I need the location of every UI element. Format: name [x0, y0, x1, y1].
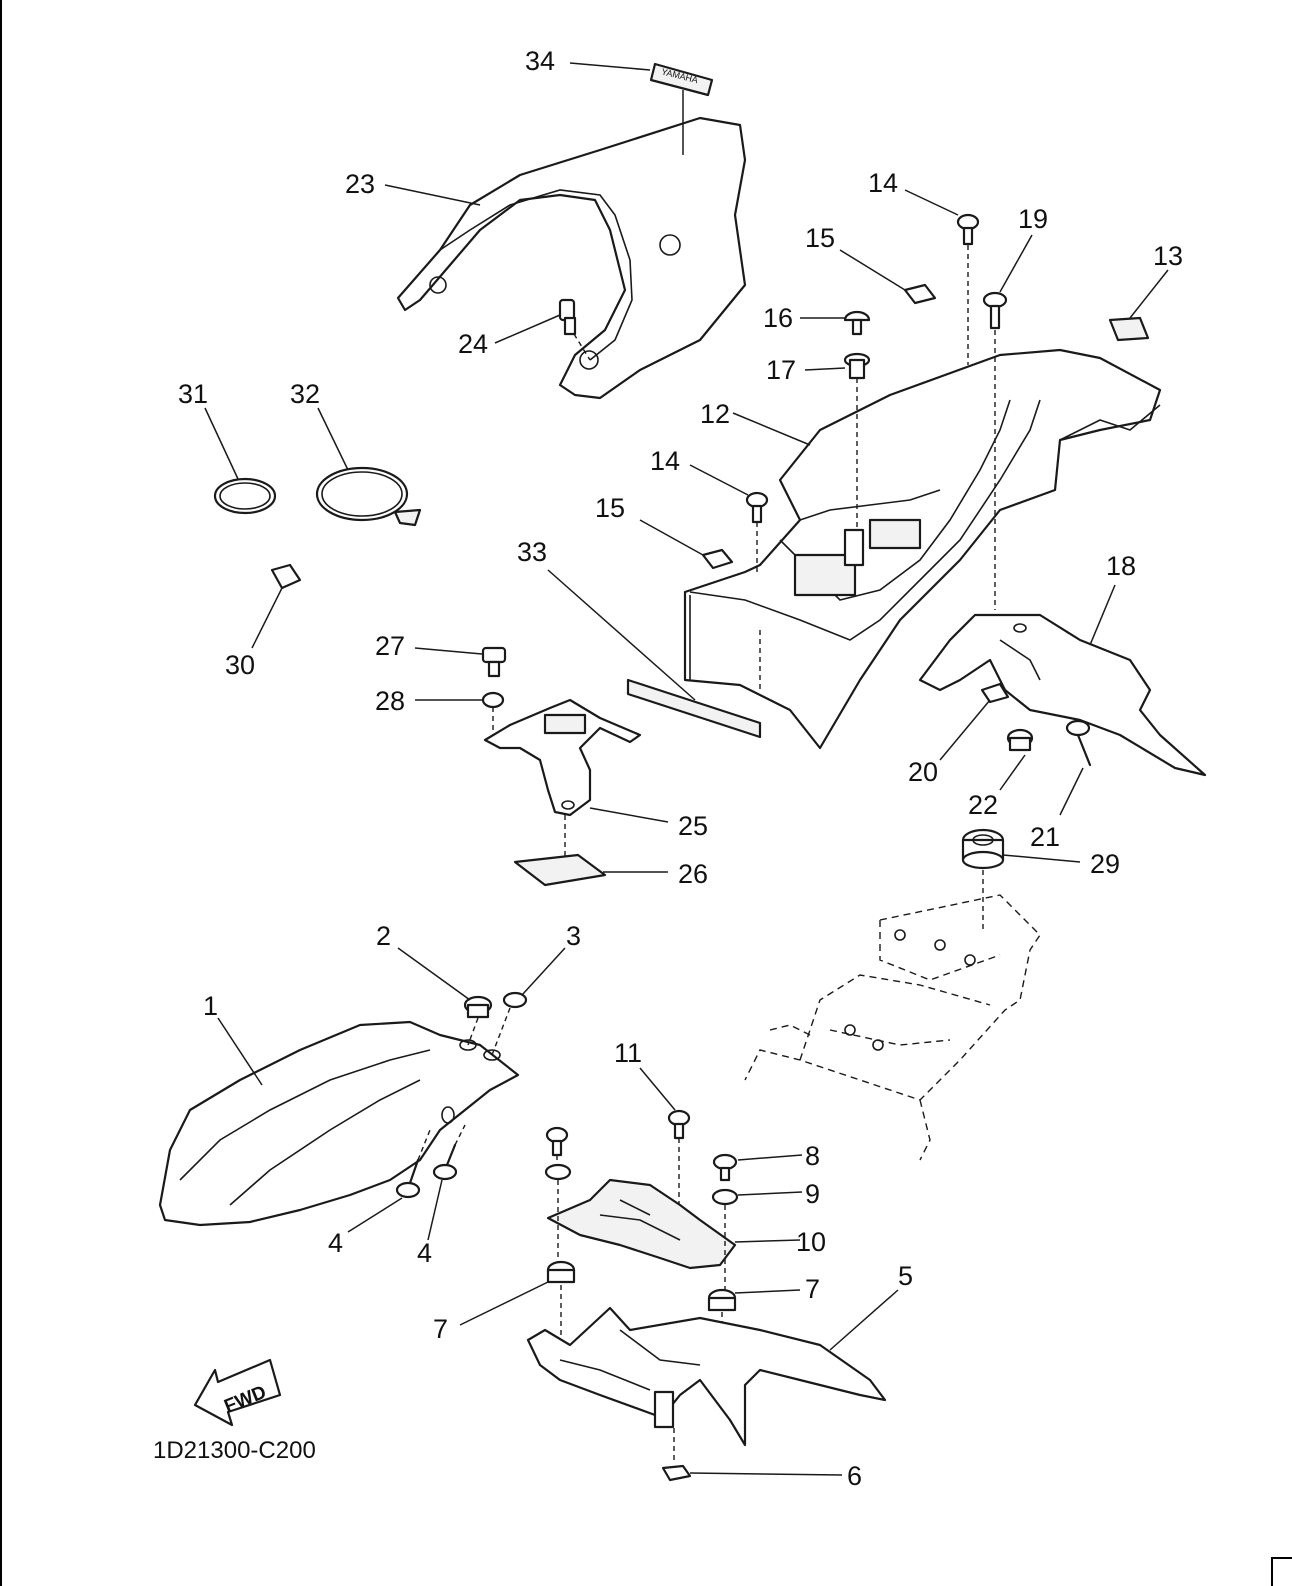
part-23-seat-cowl [384, 90, 747, 400]
part-15-nut-lower [639, 519, 734, 570]
part-29-damper [961, 828, 1081, 930]
part-18-bracket [918, 584, 1207, 777]
part-6-nut [661, 1464, 843, 1482]
part-32-band [315, 407, 422, 527]
callout-16: 16 [763, 303, 793, 333]
callout-6: 6 [847, 1461, 862, 1491]
callout-14-lower: 14 [650, 446, 680, 476]
part-3-screw [491, 947, 566, 1056]
callout-25: 25 [678, 811, 708, 841]
callout-26: 26 [678, 859, 708, 889]
part-33-strip [547, 569, 762, 739]
part-19-bolt [982, 234, 1033, 610]
part-10-stay [546, 1178, 801, 1290]
part-14-bolt-upper [904, 189, 980, 365]
part-28-nut [415, 691, 505, 740]
callout-15-upper: 15 [805, 223, 835, 253]
callout-19: 19 [1018, 204, 1048, 234]
callout-28: 28 [375, 686, 405, 716]
callout-4-left: 4 [328, 1228, 343, 1258]
part-15-nut-upper [839, 249, 937, 305]
part-24-rivet [494, 298, 591, 361]
frame-reference [744, 894, 1041, 1161]
callout-12: 12 [700, 399, 730, 429]
part-20-clip [939, 682, 1010, 761]
part-14-bolt-lower [689, 464, 769, 575]
callout-13: 13 [1153, 241, 1183, 271]
callout-3: 3 [566, 921, 581, 951]
callout-10: 10 [796, 1227, 826, 1257]
callout-30: 30 [225, 650, 255, 680]
callout-7-right: 7 [805, 1274, 820, 1304]
callout-7-left: 7 [433, 1314, 448, 1344]
callout-14-upper: 14 [868, 168, 898, 198]
callout-22: 22 [968, 790, 998, 820]
part-21-bolt [1059, 719, 1092, 816]
part-4-bolt-right [427, 1124, 466, 1241]
part-13-pad [1108, 269, 1169, 342]
part-16-screw [800, 310, 871, 336]
part-26-pad [513, 853, 668, 887]
part-22-collar [999, 728, 1034, 791]
callout-32: 32 [290, 379, 320, 409]
part-2-collar [397, 947, 493, 1046]
part-4-bolt-left [347, 1129, 431, 1233]
callout-15-lower: 15 [595, 493, 625, 523]
diagram-code: 1D21300-C200 [153, 1437, 316, 1464]
callout-1: 1 [203, 991, 218, 1021]
part-31-ring [204, 407, 277, 515]
callout-21: 21 [1030, 822, 1060, 852]
callout-29: 29 [1090, 849, 1120, 879]
callout-2: 2 [376, 921, 391, 951]
part-17-grommet [804, 352, 871, 530]
part-12-rear-fender [683, 348, 1162, 750]
callout-27: 27 [375, 631, 405, 661]
callout-33: 33 [517, 537, 547, 567]
part-30-clip [251, 563, 302, 649]
callout-9: 9 [805, 1179, 820, 1209]
callout-11: 11 [614, 1038, 642, 1068]
part-7-damper-left [459, 1260, 576, 1345]
fwd-arrow-icon: FWD [193, 1358, 282, 1427]
part-27-bolt [414, 646, 507, 678]
callout-17: 17 [766, 355, 796, 385]
callout-20: 20 [908, 757, 938, 787]
part-9-washer [544, 1163, 803, 1206]
part-7-damper-right [707, 1288, 801, 1375]
callout-8: 8 [805, 1141, 820, 1171]
callout-23: 23 [345, 169, 375, 199]
callout-24: 24 [458, 329, 488, 359]
callout-5: 5 [898, 1261, 913, 1291]
part-34-emblem: YAMAHA [569, 62, 714, 97]
part-5-inner-fender [526, 1289, 899, 1460]
callout-31: 31 [178, 379, 208, 409]
callout-34: 34 [525, 46, 555, 76]
part-1-front-fender [158, 1017, 520, 1227]
callout-18: 18 [1106, 551, 1136, 581]
part-25-holder [483, 698, 669, 860]
corner-mark [1271, 1557, 1292, 1586]
part-11-screw [545, 1067, 691, 1205]
part-8-screw [712, 1153, 803, 1182]
callout-4-right: 4 [417, 1238, 432, 1268]
